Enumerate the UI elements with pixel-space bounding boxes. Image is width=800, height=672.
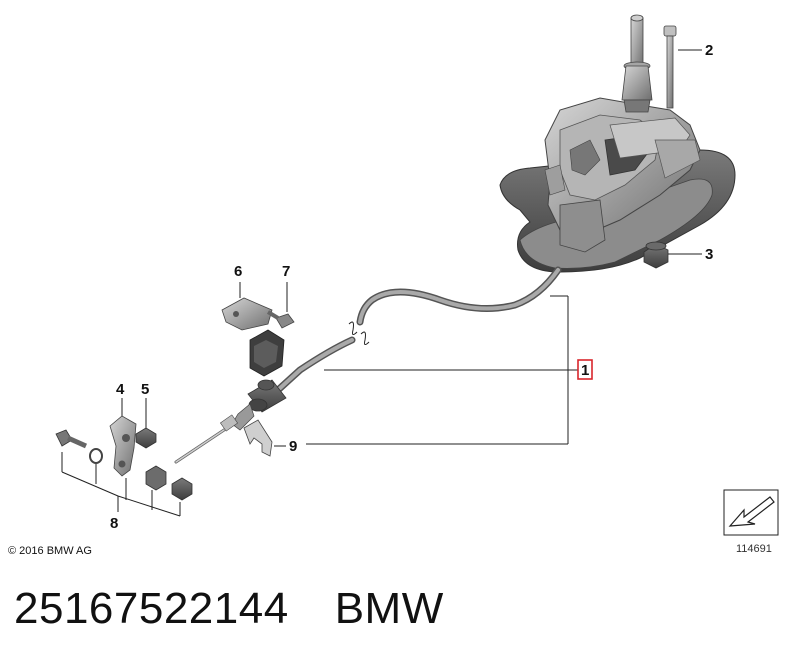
brand-name: BMW (334, 584, 444, 633)
bolt-part-7 (266, 310, 295, 329)
hardware-kit-part-8 (55, 429, 193, 517)
part-number: 25167522144 (14, 584, 289, 633)
callout-9[interactable]: 9 (289, 438, 297, 455)
reference-number: 114691 (736, 543, 772, 555)
callout-1[interactable]: 1 (581, 362, 589, 379)
callout-7[interactable]: 7 (282, 263, 290, 280)
shift-cable-part-1 (174, 266, 562, 464)
nut-part-5 (135, 427, 157, 449)
highlight-box-part-1 (577, 359, 593, 380)
bracket-part-6 (221, 297, 285, 377)
callout-8[interactable]: 8 (110, 515, 118, 532)
callout-4[interactable]: 4 (116, 381, 125, 398)
gear-shifter-assembly (499, 14, 736, 273)
clip-part-9 (243, 419, 273, 457)
bolt-part-2 (663, 25, 677, 109)
copyright-text: © 2016 BMW AG (8, 545, 92, 557)
leader-lines (121, 49, 702, 447)
arrow-icon (728, 496, 775, 527)
nut-part-3 (643, 241, 669, 269)
reference-symbol (723, 489, 779, 536)
callout-2[interactable]: 2 (705, 42, 713, 59)
callout-5[interactable]: 5 (141, 381, 149, 398)
part-caption: 25167522144 BMW (14, 584, 444, 634)
lever-part-4 (109, 415, 137, 477)
callout-6[interactable]: 6 (234, 263, 242, 280)
callout-3[interactable]: 3 (705, 246, 713, 263)
